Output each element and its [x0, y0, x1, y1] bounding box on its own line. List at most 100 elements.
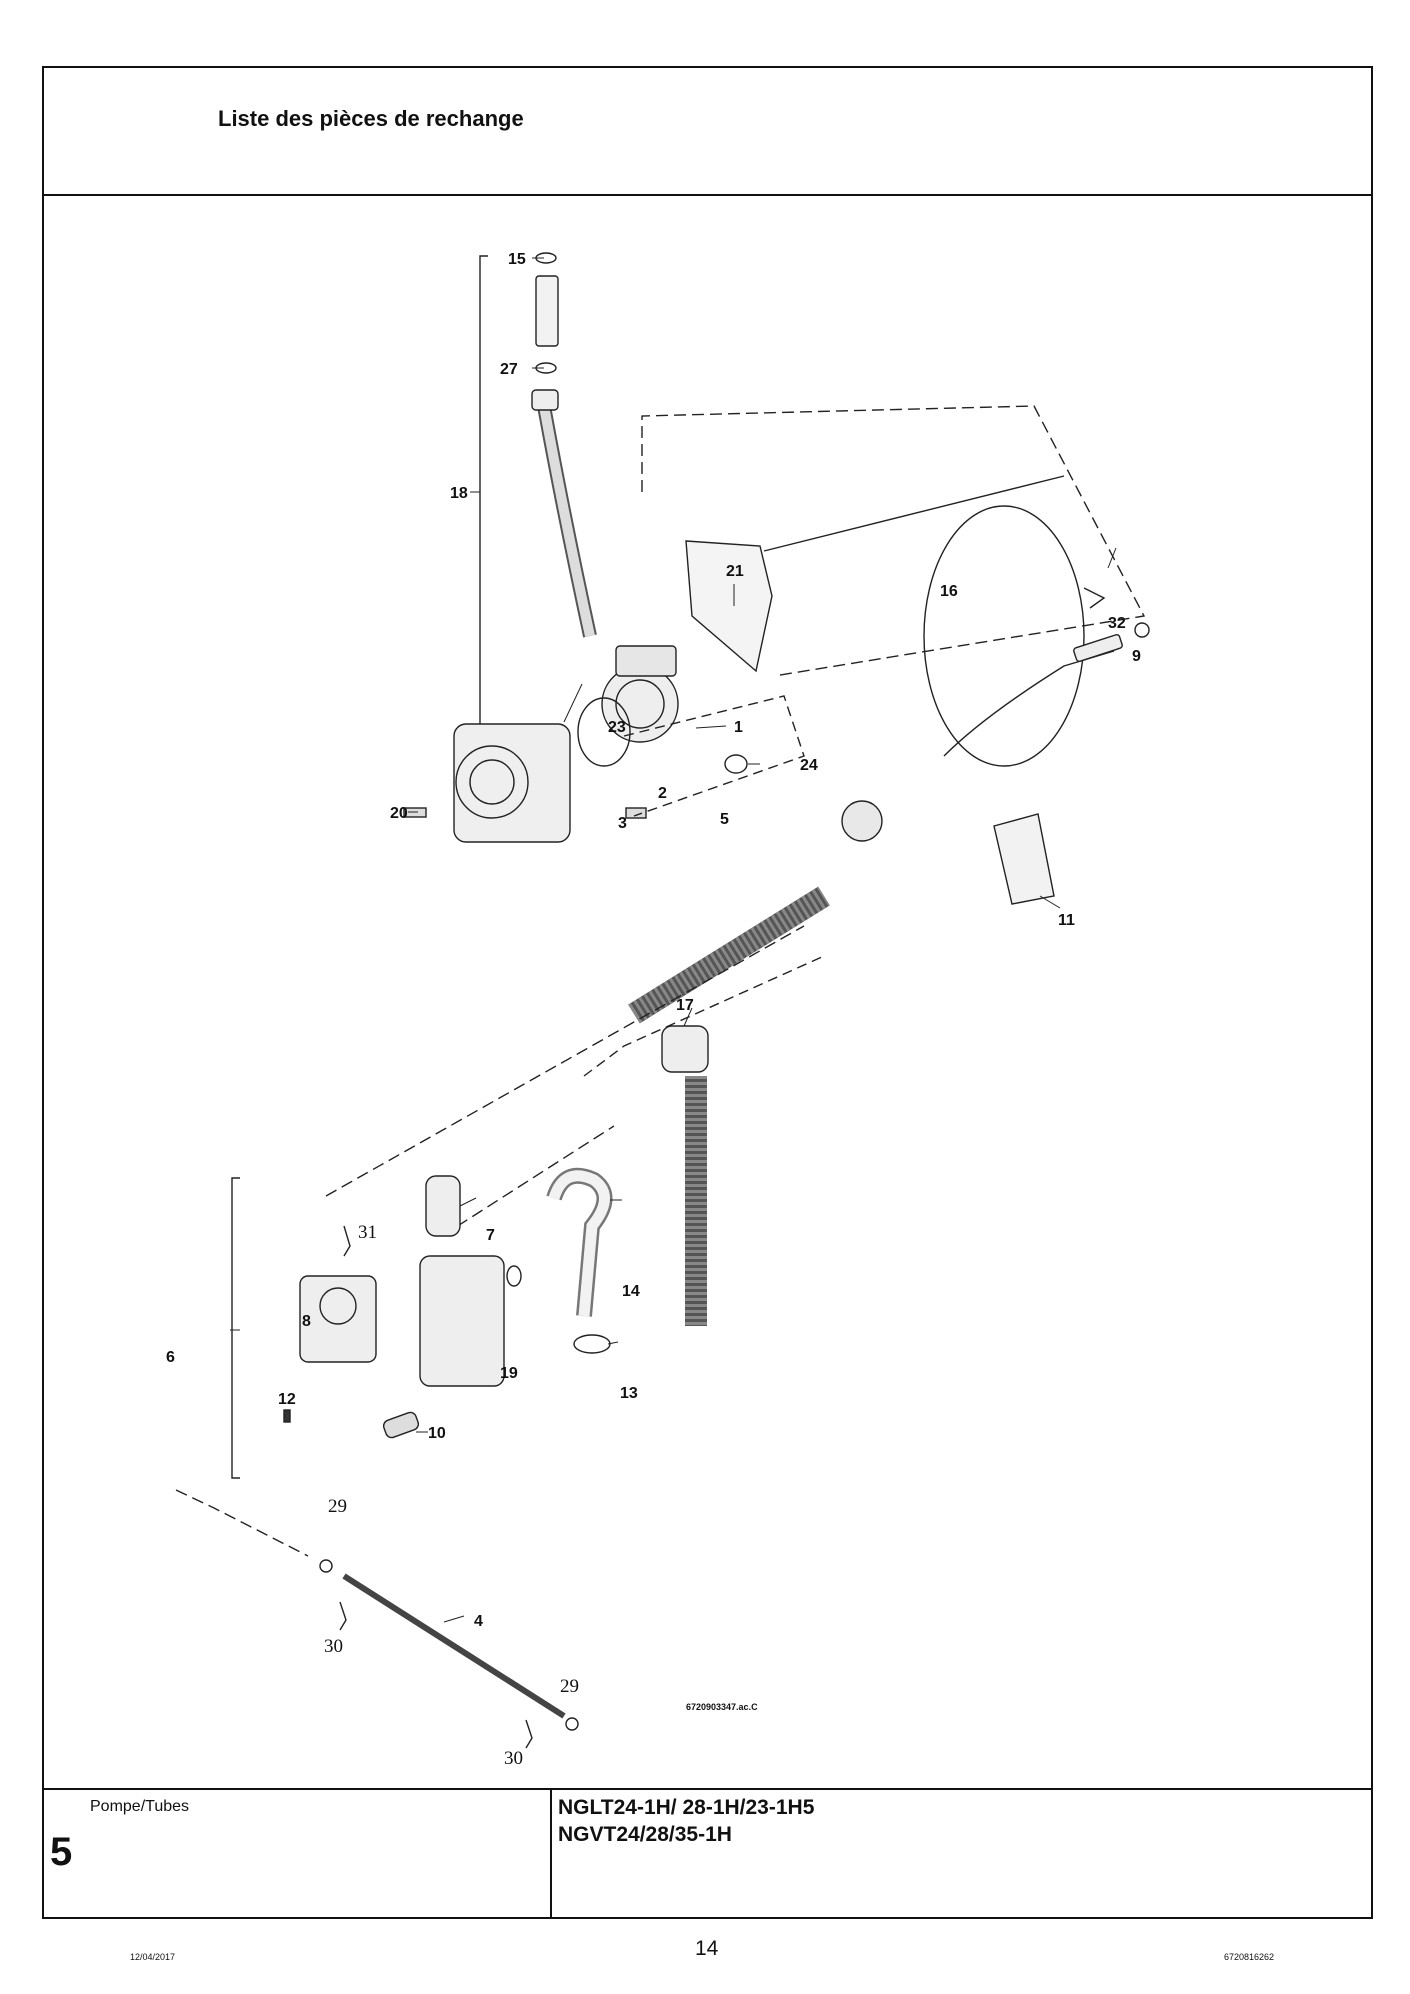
callout-6: 6 [166, 1349, 175, 1366]
pump-head-1-inner [615, 679, 665, 729]
callout-12: 12 [278, 1391, 296, 1408]
page-frame: Liste des pièces de rechange [42, 66, 1373, 1919]
callout-24: 24 [800, 757, 818, 774]
o-ring-29a [319, 1559, 333, 1573]
callout-17: 17 [676, 997, 694, 1014]
callout-8: 8 [302, 1313, 311, 1330]
section-number: 5 [50, 1830, 73, 1874]
pipe-fitting [535, 275, 559, 347]
dashed-guide-1 [325, 925, 805, 1197]
callout-29a: 29 [328, 1496, 347, 1517]
callout-15: 15 [508, 251, 526, 268]
callout-20: 20 [390, 805, 408, 822]
screw-12 [283, 1409, 291, 1423]
callout-30b: 30 [504, 1748, 523, 1769]
leader-13 [607, 1341, 619, 1345]
callout-31: 31 [358, 1222, 377, 1243]
callout-9: 9 [1132, 648, 1141, 665]
o-ring-19 [506, 1265, 522, 1287]
bracket-11 [993, 813, 1055, 905]
pressure-gauge [841, 800, 883, 842]
header-row: Liste des pièces de rechange [44, 68, 1371, 196]
sensor-fitting [1073, 634, 1123, 662]
pump-motor-face-inner [469, 759, 515, 805]
dashed-outline-top [641, 405, 1146, 677]
clip-30a [339, 1601, 347, 1631]
section-name: Pompe/Tubes [90, 1798, 190, 1815]
leader-16 [763, 475, 1065, 552]
hydraulic-block [419, 1255, 505, 1387]
siphon-14 [546, 1167, 613, 1317]
capillary-loop-16 [923, 505, 1085, 767]
callout-5: 5 [720, 811, 729, 828]
callout-14: 14 [622, 1283, 640, 1300]
callout-1: 1 [734, 719, 743, 736]
leader-23 [563, 683, 583, 723]
dashed-outline-pump [623, 695, 805, 817]
pump-head-top [615, 645, 677, 677]
footer-row: Pompe/Tubes 5 NGLT24-1H/ 28-1H/23-1H5 NG… [44, 1788, 1371, 1919]
corrugated-hose-17-ribs [628, 886, 830, 1024]
elbow-fitting [661, 1025, 709, 1073]
capillary-tube [943, 650, 1115, 757]
page-date: 12/04/2017 [130, 1952, 176, 1962]
clip-32 [1083, 587, 1106, 609]
gasket-2 [577, 697, 631, 767]
leader-1 [695, 725, 727, 729]
screw-5 [625, 807, 647, 819]
callout-10: 10 [428, 1425, 446, 1442]
exploded-view-svg: 15 27 18 21 16 32 9 23 1 24 2 20 3 5 11 … [166, 251, 1150, 1769]
model-line-2: NGVT24/28/35-1H [558, 1823, 732, 1846]
page-number: 14 [695, 1937, 719, 1960]
callout-13: 13 [620, 1385, 638, 1402]
callout-21: 21 [726, 563, 744, 580]
callout-27: 27 [500, 361, 518, 378]
callout-29b: 29 [560, 1676, 579, 1697]
exploded-parts-drawing: 15 27 18 21 16 32 9 23 1 24 2 20 3 5 11 … [44, 196, 1371, 1786]
clip-31 [343, 1225, 351, 1257]
callout-18: 18 [450, 485, 468, 502]
drawing-reference: 6720903347.ac.C [686, 1702, 758, 1712]
pump-motor-face [455, 745, 529, 819]
footer-section-cell: Pompe/Tubes 5 [44, 1790, 552, 1919]
diverter-motor-face [319, 1287, 357, 1325]
leader-4 [443, 1615, 465, 1623]
callout-3: 3 [618, 815, 627, 832]
dashed-guide-bottom [175, 1489, 309, 1557]
seal-13 [573, 1334, 611, 1354]
page-title: Liste des pièces de rechange [218, 106, 524, 131]
callout-19: 19 [500, 1365, 518, 1382]
document-number: 6720816262 [1224, 1952, 1275, 1962]
dashed-link-hose [583, 955, 825, 1077]
clip-30b [525, 1719, 533, 1749]
hose-nut [531, 389, 559, 411]
corrugated-hose-17 [628, 886, 830, 1024]
callout-23: 23 [608, 719, 626, 736]
part-10 [382, 1411, 420, 1439]
dashed-guide-2 [441, 1125, 615, 1237]
leader-11 [1039, 895, 1061, 909]
pump-motor-3 [453, 723, 571, 843]
model-line-1: NGLT24-1H/ 28-1H/23-1H5 [558, 1796, 815, 1819]
bracket-18 [479, 255, 488, 727]
callout-16: 16 [940, 583, 958, 600]
callout-11: 11 [1058, 912, 1075, 929]
leader-32 [1107, 547, 1117, 569]
callout-30a: 30 [324, 1636, 343, 1657]
valve-7 [425, 1175, 461, 1237]
o-ring-24 [724, 754, 748, 774]
seal-9 [1134, 622, 1150, 638]
callout-2: 2 [658, 785, 667, 802]
diverter-motor-8 [299, 1275, 377, 1363]
siphon-14-inner [548, 1170, 610, 1317]
o-ring-29b [565, 1717, 579, 1731]
bracket-21 [685, 540, 773, 673]
callout-7: 7 [486, 1227, 495, 1244]
callout-4: 4 [474, 1613, 483, 1630]
leader-17 [683, 1007, 693, 1027]
pipe-4 [342, 1573, 566, 1719]
callout-32: 32 [1108, 615, 1126, 632]
bracket-6 [231, 1177, 240, 1479]
hose-18-inner [539, 405, 595, 638]
leader-7 [459, 1197, 477, 1207]
